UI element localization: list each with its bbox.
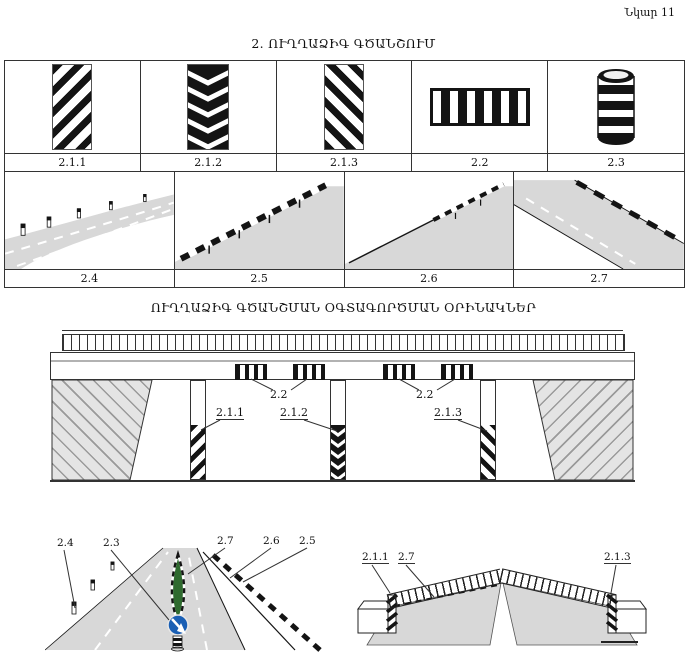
label-2-1-1: 2.1.1 <box>5 154 141 171</box>
thin-rail <box>202 551 296 651</box>
bridge-entry-example: 2.1.1 2.7 2.1.3 <box>352 533 652 653</box>
callout-2-2-left: 2.2 <box>270 388 288 401</box>
cell-scene-2-5 <box>174 172 345 269</box>
pattern-row <box>5 61 684 153</box>
marking-2-1-3-pattern <box>323 64 364 150</box>
section-title: 2. ՈՒՂՂԱՁԻԳ ԳԾԱՆՇՈՒՄ <box>251 36 436 51</box>
label-2-3: 2.3 <box>607 156 625 169</box>
island-kerb-marking <box>170 549 186 626</box>
cell-marking-2-2 <box>412 61 549 153</box>
kerb-marking-2-7 <box>393 584 499 607</box>
pier-middle <box>330 380 346 480</box>
left-abutment <box>52 380 152 480</box>
label-2-2: 2.2 <box>412 154 549 171</box>
cell-marking-2-1-3 <box>277 61 413 153</box>
scene-2-6-kerb-rail <box>344 182 514 269</box>
label-2-4: 2.4 <box>5 270 175 287</box>
marking-2-3-cylinder <box>597 69 635 145</box>
cell-marking-2-1-1 <box>5 61 141 153</box>
bridge-parapet-railing <box>62 334 625 351</box>
delineator-posts <box>71 561 115 615</box>
label-2-1-3: 2.1.3 <box>277 154 413 171</box>
road-island-example: 2.4 2.3 2.7 2.6 2.5 <box>45 522 345 654</box>
marking-2-2-pattern <box>429 88 530 126</box>
callout-2-7: 2.7 <box>217 535 234 547</box>
callout-2-6: 2.6 <box>263 535 280 547</box>
label-2-1-2: 2.1.2 <box>141 154 277 171</box>
right-abutment <box>533 380 633 480</box>
page-corner-mark <box>601 641 638 643</box>
keep-right-sign-icon <box>167 614 189 636</box>
chevron-stripes <box>188 70 229 149</box>
bridge-example: 2.2 2.2 2.1.1 2.1.2 2.1.3 <box>50 330 635 483</box>
right-pedestal <box>605 593 647 634</box>
label-2-6: 2.6 <box>345 270 515 287</box>
callout-2-1-3: 2.1.3 <box>434 406 462 420</box>
road-island-drawing <box>45 547 322 652</box>
guardrail-posts <box>208 199 301 254</box>
pattern-label-row: 2.1.1 2.1.2 2.1.3 2.2 2.3 <box>5 153 684 171</box>
scene-2-5-guardrail <box>174 182 344 269</box>
striped-bollard <box>171 635 184 652</box>
ground-line <box>50 480 635 482</box>
callout-2-1-1: 2.1.1 <box>216 406 244 420</box>
beam-marking-2-2-group-4 <box>441 364 473 380</box>
cell-marking-2-1-2 <box>141 61 277 153</box>
cell-scene-2-6 <box>344 172 515 269</box>
bridge-beam <box>50 352 635 380</box>
pier-right-marking-2-1-3 <box>481 425 495 479</box>
examples-title: ՈՒՂՂԱՁԻԳ ԳԾԱՆՇՄԱՆ ՕԳՏԱԳՈՐԾՄԱՆ ՕՐԻՆԱԿՆԵՐ <box>150 300 537 315</box>
pier-right <box>480 380 496 480</box>
scene-row <box>5 171 684 269</box>
label-2-5: 2.5 <box>175 270 345 287</box>
callout-2-7: 2.7 <box>398 551 415 564</box>
marking-2-1-1-pattern <box>52 64 93 150</box>
callout-2-4: 2.4 <box>57 537 74 549</box>
callout-2-1-2: 2.1.2 <box>280 406 308 420</box>
label-2-7: 2.7 <box>590 272 608 285</box>
pier-left <box>190 380 206 480</box>
delineator-posts <box>20 194 147 236</box>
pier-chevron-pattern <box>331 425 345 479</box>
marking-table: 2.1.1 2.1.2 2.1.3 2.2 2.3 <box>4 60 685 288</box>
callout-2-1-3: 2.1.3 <box>604 551 631 564</box>
pier-middle-marking-2-1-2 <box>331 425 345 479</box>
leader-lines <box>63 547 308 621</box>
bridge-parapet-top-line <box>62 330 623 331</box>
cell-marking-2-3 <box>548 61 684 153</box>
callout-2-1-1: 2.1.1 <box>362 551 389 564</box>
marking-2-1-2-pattern <box>187 64 230 150</box>
callout-2-2-right: 2.2 <box>416 388 434 401</box>
cell-scene-2-4 <box>5 172 175 269</box>
cell-scene-2-7 <box>514 172 684 269</box>
scene-2-7-kerb-marking <box>514 179 684 269</box>
callout-2-5: 2.5 <box>299 535 316 547</box>
beam-marking-2-2-group-1 <box>235 364 267 380</box>
beam-marking-2-2-group-3 <box>383 364 415 380</box>
pier-left-marking-2-1-1 <box>191 425 205 479</box>
scene-label-row: 2.4 2.5 2.6 2.7 <box>5 269 684 287</box>
scene-2-4-curved-road <box>5 194 174 269</box>
callout-2-3: 2.3 <box>103 537 120 549</box>
rail-posts <box>454 199 481 219</box>
beam-marking-2-2-group-2 <box>293 364 325 380</box>
figure-reference: Նկար 11 <box>624 6 675 19</box>
